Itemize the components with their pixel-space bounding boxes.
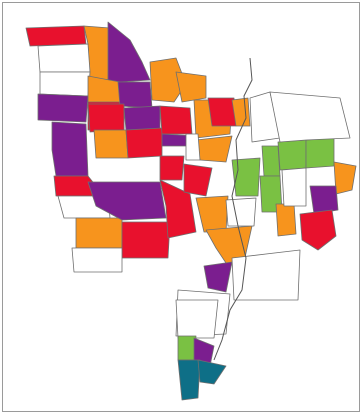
- region-c-red-2: [125, 127, 163, 159]
- region-e-green-2: [261, 145, 281, 177]
- region-c-red-7: [183, 163, 213, 197]
- region-c-orange-3: [175, 71, 207, 103]
- region-e-orange-11: [275, 203, 297, 237]
- region-w-purple-1: [37, 93, 89, 123]
- region-s-white-10: [231, 249, 301, 301]
- region-c-red-5: [159, 155, 185, 181]
- region-c-white-5: [185, 133, 201, 161]
- region-nw-white-1: [37, 43, 91, 73]
- region-c-red-4: [207, 97, 237, 127]
- region-e-green-3: [277, 139, 307, 171]
- region-w-purple-2: [51, 121, 89, 177]
- region-c-red-1: [87, 103, 125, 133]
- region-s-white-12: [175, 299, 219, 339]
- region-s-teal-2: [197, 359, 227, 385]
- region-e-red-8: [299, 209, 337, 251]
- region-e-orange-10: [333, 161, 357, 195]
- region-e-white-9: [269, 91, 351, 143]
- region-c-orange-8: [195, 195, 229, 233]
- region-c-orange-7: [195, 135, 233, 163]
- region-e-green-4: [305, 137, 335, 169]
- region-c-red-3: [159, 105, 193, 135]
- region-nw-top-red: [25, 25, 87, 47]
- region-c-purple-4: [87, 181, 167, 221]
- region-nw-white-2: [39, 71, 91, 97]
- region-c-orange-4: [93, 129, 129, 159]
- region-e-purple-5: [309, 185, 339, 215]
- region-w-red-3: [121, 221, 171, 259]
- region-nw-purple-1: [107, 21, 151, 83]
- region-c-white-6: [225, 197, 257, 227]
- region-w-orange-2: [75, 217, 123, 249]
- river-line-1: [213, 57, 253, 361]
- region-s-green-6: [177, 335, 197, 361]
- region-s-teal-1: [177, 359, 201, 401]
- region-c-purple-2: [123, 105, 161, 131]
- region-w-white-4: [71, 247, 123, 273]
- region-s-purple-6: [203, 261, 233, 293]
- region-e-white-8: [281, 167, 307, 207]
